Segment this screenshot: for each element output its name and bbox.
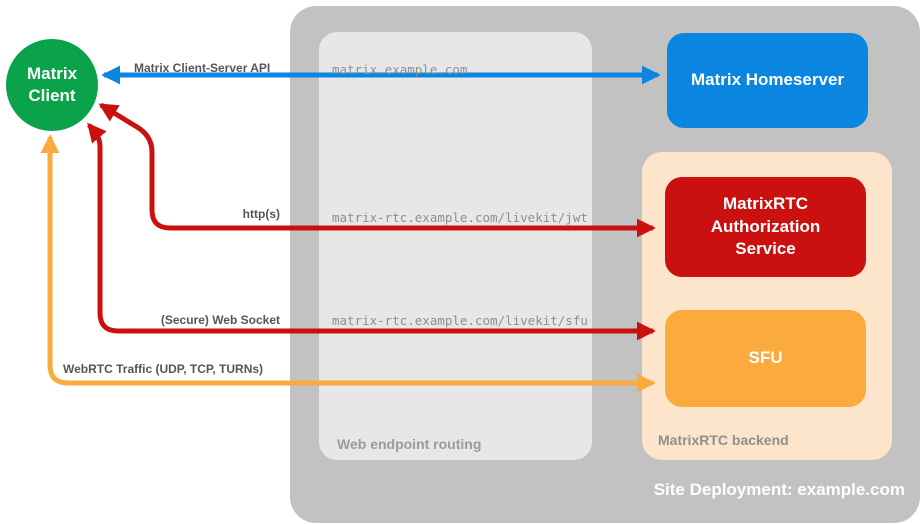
matrix-client-node: Matrix Client bbox=[6, 39, 98, 131]
site-deployment-label: Site Deployment: example.com bbox=[653, 480, 905, 499]
matrixrtc-backend-label: MatrixRTC backend bbox=[658, 432, 789, 448]
web-socket-label: (Secure) Web Socket bbox=[160, 313, 280, 327]
matrix-homeserver-label: Matrix Homeserver bbox=[690, 70, 845, 90]
client-server-api-label: Matrix Client-Server API bbox=[134, 61, 271, 75]
web-endpoint-routing-box bbox=[319, 32, 592, 460]
web-endpoint-routing-label: Web endpoint routing bbox=[337, 436, 482, 452]
matrixrtc-authorization-service-label: MatrixRTC Authorization Service bbox=[710, 193, 821, 259]
route-livekit-jwt: matrix-rtc.example.com/livekit/jwt bbox=[332, 210, 588, 225]
matrix-homeserver-node: Matrix Homeserver bbox=[667, 33, 868, 128]
matrix-client-label: Matrix Client bbox=[26, 63, 78, 105]
webrtc-traffic-label: WebRTC Traffic (UDP, TCP, TURNs) bbox=[63, 362, 264, 376]
sfu-label: SFU bbox=[748, 348, 783, 368]
https-label: http(s) bbox=[242, 207, 280, 221]
route-matrix-example-com: matrix.example.com bbox=[332, 62, 468, 77]
sfu-node: SFU bbox=[665, 310, 866, 407]
route-livekit-sfu: matrix-rtc.example.com/livekit/sfu bbox=[332, 313, 588, 328]
matrixrtc-authorization-service-node: MatrixRTC Authorization Service bbox=[665, 177, 866, 277]
